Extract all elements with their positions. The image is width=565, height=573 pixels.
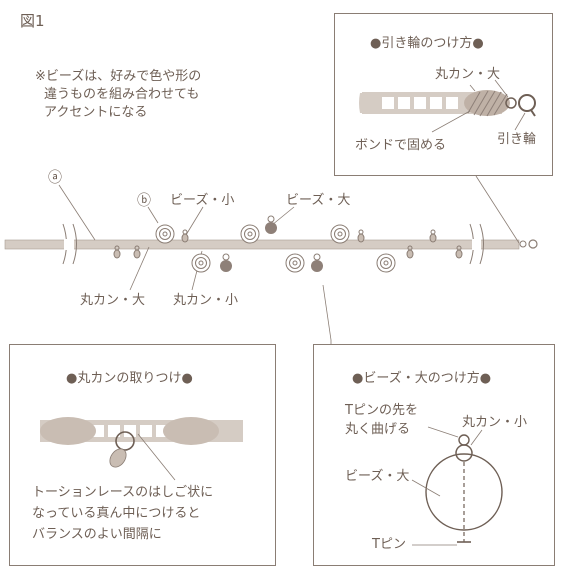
label-b: ⓑ	[137, 193, 151, 209]
bead-bead-large: ビーズ・大	[345, 469, 410, 484]
note-line-1: ※ビーズは、好みで色や形の	[35, 69, 202, 84]
leader-lines	[58, 175, 520, 344]
bead-ring-small: 丸カン・小	[462, 415, 528, 430]
label-ring-small: 丸カン・小	[173, 293, 239, 308]
strap-ornaments	[113, 215, 463, 273]
label-ring-large: 丸カン・大	[80, 293, 146, 308]
bead-tpin: Tピン	[372, 537, 406, 552]
label-a: ⓐ	[48, 170, 62, 186]
note-line-2: 違うものを組み合わせても	[44, 87, 200, 102]
jump-ring-desc-2: なっている真ん中につけると	[32, 506, 201, 521]
pull-ring-glue: ボンドで固める	[355, 138, 447, 153]
pull-ring-illustration	[359, 79, 536, 133]
bead-illustration	[411, 426, 503, 546]
figure-label: 図1	[20, 12, 45, 30]
label-beads-large: ビーズ・大	[286, 193, 351, 208]
jump-ring-title: ●丸カンの取りつけ●	[66, 371, 193, 386]
lace-strap	[4, 223, 538, 265]
label-beads-small: ビーズ・小	[170, 193, 235, 208]
jump-ring-illustration	[40, 417, 243, 481]
jump-ring-desc-3: バランスのよい間隔に	[32, 527, 162, 542]
pull-ring-title: ●引き輪のつけ方●	[370, 36, 484, 51]
pull-ring-pull-ring: 引き輪	[497, 132, 537, 147]
jump-ring-panel	[9, 344, 276, 566]
bead-panel	[313, 344, 555, 566]
bead-tpin-bend-1: Tピンの先を	[345, 403, 418, 418]
bead-tpin-bend-2: 丸く曲げる	[345, 422, 411, 437]
bead-title: ●ビーズ・大のつけ方●	[352, 371, 492, 386]
note-line-3: アクセントになる	[44, 105, 148, 120]
pull-ring-ring-large: 丸カン・大	[435, 67, 501, 82]
jump-ring-desc-1: トーションレースのはしご状に	[32, 485, 214, 500]
